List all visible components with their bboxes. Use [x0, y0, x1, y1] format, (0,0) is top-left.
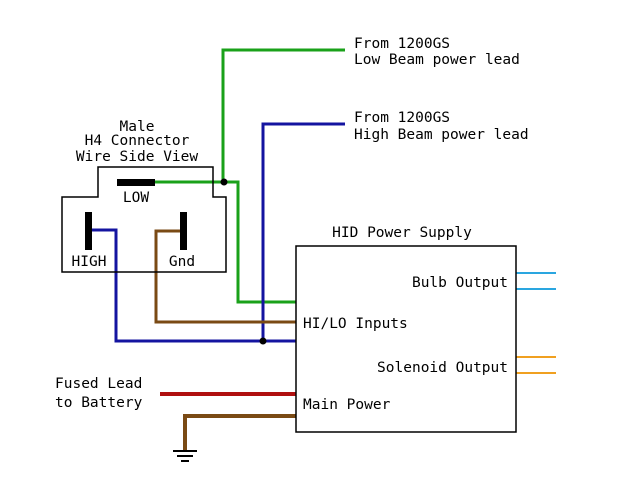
high-pin	[85, 212, 92, 250]
low-beam-to-psu-wire	[224, 180, 296, 304]
solenoid-output-label: Solenoid Output	[377, 360, 508, 376]
gnd-pin-label: Gnd	[169, 254, 195, 270]
main-power-label: Main Power	[303, 397, 391, 413]
high-pin-label: HIGH	[72, 254, 107, 270]
high-beam-source-line1: From 1200GS	[354, 110, 450, 126]
gnd-pin	[180, 212, 187, 250]
main-ground-wire	[183, 414, 296, 450]
high-beam-pin-wire	[90, 228, 296, 343]
bulb-output-label: Bulb Output	[412, 275, 508, 291]
power-supply-title: HID Power Supply	[332, 225, 472, 241]
high-beam-source-line2: High Beam power lead	[354, 127, 529, 143]
low-beam-source-line1: From 1200GS	[354, 36, 450, 52]
high-beam-junction-dot	[259, 337, 267, 345]
hid-power-supply-box	[295, 245, 517, 433]
connector-title-line2: H4 Connector	[85, 133, 190, 149]
low-beam-wire	[221, 48, 345, 182]
hilo-inputs-label: HI/LO Inputs	[303, 316, 408, 332]
battery-label-line1: Fused Lead	[55, 376, 142, 392]
low-pin	[117, 179, 155, 186]
gnd-pin-wire	[154, 229, 296, 324]
low-beam-source-line2: Low Beam power lead	[354, 52, 520, 68]
low-pin-label: LOW	[123, 190, 149, 206]
ground-icon	[173, 450, 197, 462]
low-beam-junction-dot	[220, 178, 228, 186]
high-beam-wire	[261, 122, 345, 341]
battery-label-line2: to Battery	[55, 395, 143, 411]
h4-connector-outline	[61, 166, 227, 273]
connector-title-line1: Male	[120, 119, 155, 135]
connector-title-line3: Wire Side View	[76, 149, 198, 165]
